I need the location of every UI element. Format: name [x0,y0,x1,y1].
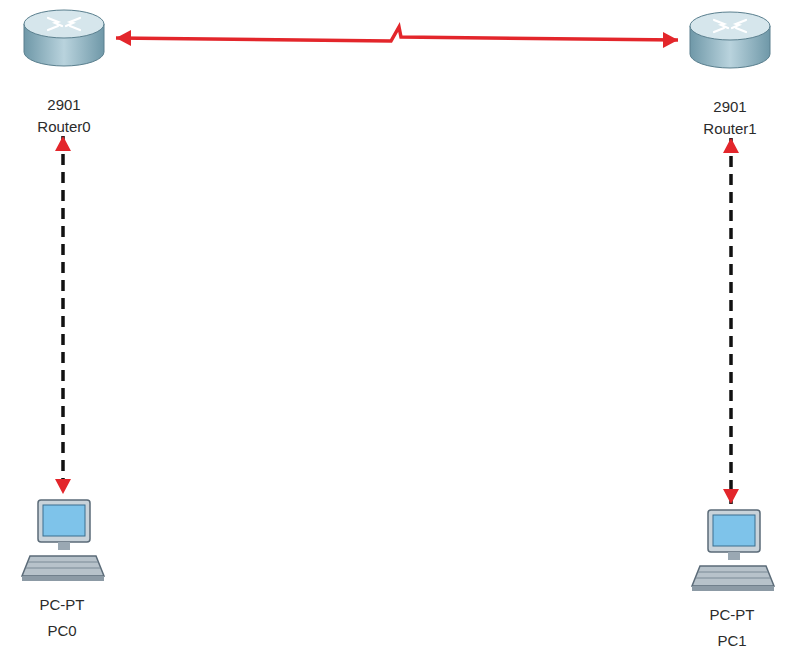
link-cable [116,27,678,48]
cable-line [729,138,733,504]
link-light [55,136,71,151]
device-name: Router1 [701,120,758,138]
pc-device: PC-PT PC0 [10,494,114,640]
link-cable [55,136,71,494]
model-label: 2901 [711,98,748,116]
pc-icon [16,494,108,592]
router-icon [684,4,776,76]
link-light [116,30,131,46]
link-light [723,138,739,153]
pc-device: PC-PT PC1 [680,504,784,650]
device-name: Router0 [35,118,92,136]
router-device: 2901Router0 [12,2,116,136]
device-name: PC1 [715,632,748,650]
cable-line [116,27,678,41]
device-name: PC0 [45,622,78,640]
model-label: PC-PT [708,606,757,624]
link-cable [723,138,739,504]
model-label: PC-PT [38,596,87,614]
router-device: 2901Router1 [678,4,782,138]
link-light [723,489,739,504]
model-label: 2901 [45,96,82,114]
cable-line [61,136,65,494]
link-light [55,479,71,494]
link-light [663,32,678,48]
router-icon [18,2,110,74]
pc-icon [686,504,778,602]
